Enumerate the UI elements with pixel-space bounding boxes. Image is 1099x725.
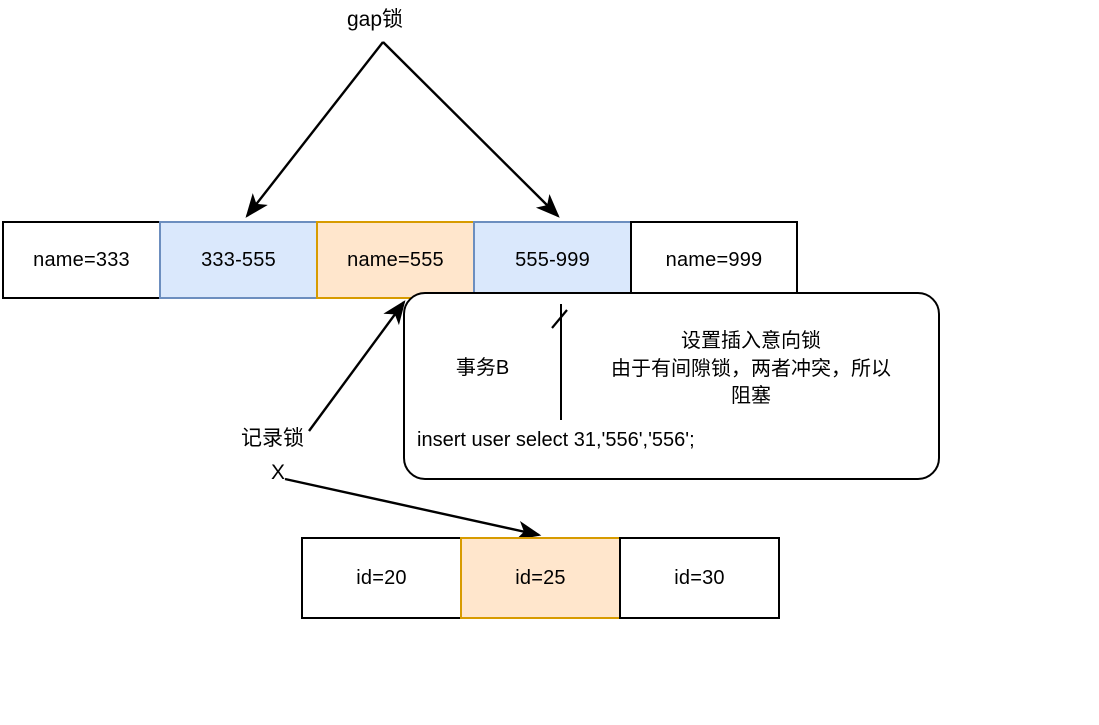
secondary-index-row: name=333 333-555 name=555 555-999 name=9…	[2, 221, 798, 299]
arrow-record-lock-x-to-id-25	[284, 477, 542, 540]
gap-lock-label: gap锁	[347, 8, 404, 31]
arrow-gap-lock-to-gap-555-999	[382, 41, 560, 218]
callout-divider-slash-icon	[551, 309, 568, 329]
index-cell-gap-555-999: 555-999	[473, 221, 632, 299]
record-lock-x-marker: X	[271, 461, 286, 484]
callout-note-line-1: 设置插入意向锁	[681, 330, 821, 352]
record-lock-label: 记录锁	[241, 427, 304, 450]
index-cell-name-333: name=333	[2, 221, 161, 299]
pk-cell-id-20: id=20	[301, 537, 462, 619]
pk-cell-id-25: id=25	[460, 537, 621, 619]
transaction-label: 事务B	[455, 357, 510, 379]
pk-cell-id-30: id=30	[619, 537, 780, 619]
primary-key-row: id=20 id=25 id=30	[301, 537, 780, 619]
callout-divider	[560, 304, 562, 420]
callout-note: 设置插入意向锁 由于有间隙锁，两者冲突，所以 阻塞	[565, 328, 937, 411]
index-cell-name-555: name=555	[316, 221, 475, 299]
index-cell-name-999: name=999	[630, 221, 798, 299]
callout-sql-statement: insert user select 31,'556','556';	[417, 429, 695, 451]
arrow-gap-lock-to-gap-333-555	[245, 41, 384, 218]
index-cell-gap-333-555: 333-555	[159, 221, 318, 299]
transaction-b-callout: 事务B 设置插入意向锁 由于有间隙锁，两者冲突，所以 阻塞 insert use…	[403, 292, 940, 480]
callout-note-line-2: 由于有间隙锁，两者冲突，所以	[611, 357, 891, 380]
arrow-record-lock-to-name-555	[308, 300, 406, 432]
callout-note-line-3: 阻塞	[731, 385, 771, 408]
